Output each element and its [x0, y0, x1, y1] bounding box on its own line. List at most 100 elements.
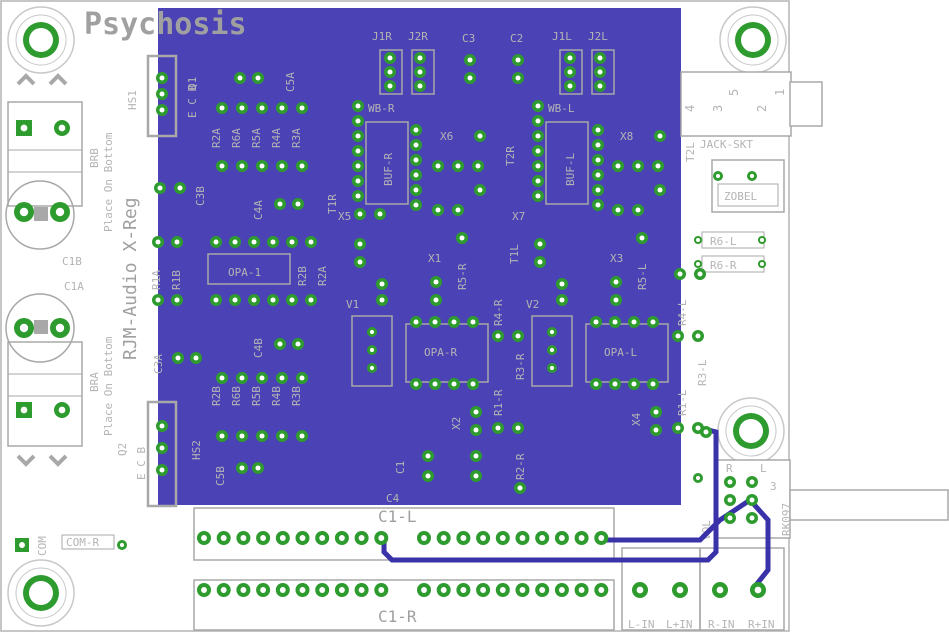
solder-pad [315, 531, 330, 545]
solder-pad [236, 160, 248, 172]
solder-pad [286, 294, 298, 306]
solder-pad [352, 145, 364, 157]
label-r6l: R6-L [710, 235, 737, 248]
solder-pad [354, 531, 369, 545]
solder-pad [367, 363, 377, 373]
solder-pad [352, 190, 364, 202]
opamp-opa1-outline [207, 253, 291, 285]
solder-pad [376, 294, 388, 306]
solder-pad [564, 66, 576, 78]
solder-pad [592, 154, 604, 166]
solder-pad [417, 531, 431, 545]
trace-volume-left [381, 425, 719, 563]
solder-pad [724, 476, 736, 488]
solder-pad [410, 169, 422, 181]
label-x1: X1 [428, 252, 441, 265]
heatsink-hs2 [146, 400, 178, 508]
solder-pad [156, 464, 168, 476]
solder-pad [216, 531, 231, 545]
label-r2r: R2-R [514, 453, 527, 480]
solder-pad [190, 352, 202, 364]
solder-pad [467, 378, 479, 390]
solder-pad [267, 294, 279, 306]
solder-pad [54, 120, 70, 136]
label-r3l: R3-L [696, 359, 709, 386]
solder-pad [236, 531, 251, 545]
label-r6a: R6A [230, 128, 243, 148]
solder-pad [252, 462, 264, 474]
mounting-hole [719, 6, 787, 74]
solder-pad [274, 338, 286, 350]
capacitor-c1b-outline [5, 180, 75, 250]
solder-pad [592, 169, 604, 181]
label-r5l: R5-L [636, 263, 649, 290]
solder-pad [154, 182, 166, 194]
solder-pad [417, 583, 431, 597]
solder-pad [650, 424, 662, 436]
solder-pad [286, 236, 298, 248]
label-q1-pins: E C B [186, 85, 199, 118]
mounting-hole [7, 559, 75, 627]
jack-socket-outline [680, 71, 792, 137]
solder-pad [156, 104, 168, 116]
solder-pad [713, 171, 723, 181]
label-t1l: T1L [508, 244, 521, 264]
jack-pin-1: 1 [773, 89, 787, 96]
solder-pad [430, 294, 442, 306]
cap-bank-c1r-outline [193, 579, 615, 631]
buffer-bufl-outline [545, 121, 589, 205]
solder-pad [210, 294, 222, 306]
solder-pad [452, 204, 464, 216]
solder-pad [216, 430, 228, 442]
solder-pad [512, 72, 524, 84]
solder-pad [229, 294, 241, 306]
label-x3: X3 [610, 252, 623, 265]
label-x5: X5 [338, 210, 351, 223]
solder-pad [532, 190, 544, 202]
solder-pad [274, 198, 286, 210]
solder-pad [275, 583, 290, 597]
label-r1a: R1A [150, 270, 163, 290]
solder-pad [414, 80, 426, 92]
label-c5a: C5A [284, 72, 297, 92]
solder-pad [156, 442, 168, 454]
label-r2a: R2A [210, 128, 223, 148]
solder-pad [156, 88, 168, 100]
solder-pad [429, 378, 441, 390]
label-x7: X7 [512, 210, 525, 223]
label-r3a: R3A [290, 128, 303, 148]
solder-pad [464, 54, 476, 66]
label-r4a: R4A [270, 128, 283, 148]
solder-pad [367, 345, 377, 355]
label-c4b: C4B [252, 338, 265, 358]
solder-pad [712, 582, 728, 598]
solder-pad [152, 236, 164, 248]
solder-pad [334, 531, 349, 545]
solder-pad [700, 426, 712, 438]
solder-pad [216, 102, 228, 114]
input-block-right [699, 547, 785, 631]
solder-pad [152, 294, 164, 306]
solder-pad [495, 531, 510, 545]
solder-pad [352, 115, 364, 127]
solder-pad [352, 100, 364, 112]
solder-pad [470, 470, 482, 482]
solder-pad [592, 124, 604, 136]
label-r6b: R6B [230, 386, 243, 406]
label-opar: OPA-R [424, 346, 457, 359]
label-wbl: WB-L [548, 102, 575, 115]
opamp-opal-outline [585, 323, 669, 383]
solder-pad [276, 160, 288, 172]
brand-text: RJM-Audio X-Reg [120, 197, 141, 360]
jack-pin-5: 5 [727, 89, 741, 96]
solder-pad [352, 160, 364, 172]
solder-pad [470, 424, 482, 436]
label-j1l: J1L [552, 30, 572, 43]
solder-pad [470, 406, 482, 418]
solder-pad [556, 294, 568, 306]
solder-pad [384, 80, 396, 92]
solder-pad [171, 236, 183, 248]
solder-pad [50, 202, 70, 222]
solder-pad [747, 171, 757, 181]
solder-pad [632, 160, 644, 172]
